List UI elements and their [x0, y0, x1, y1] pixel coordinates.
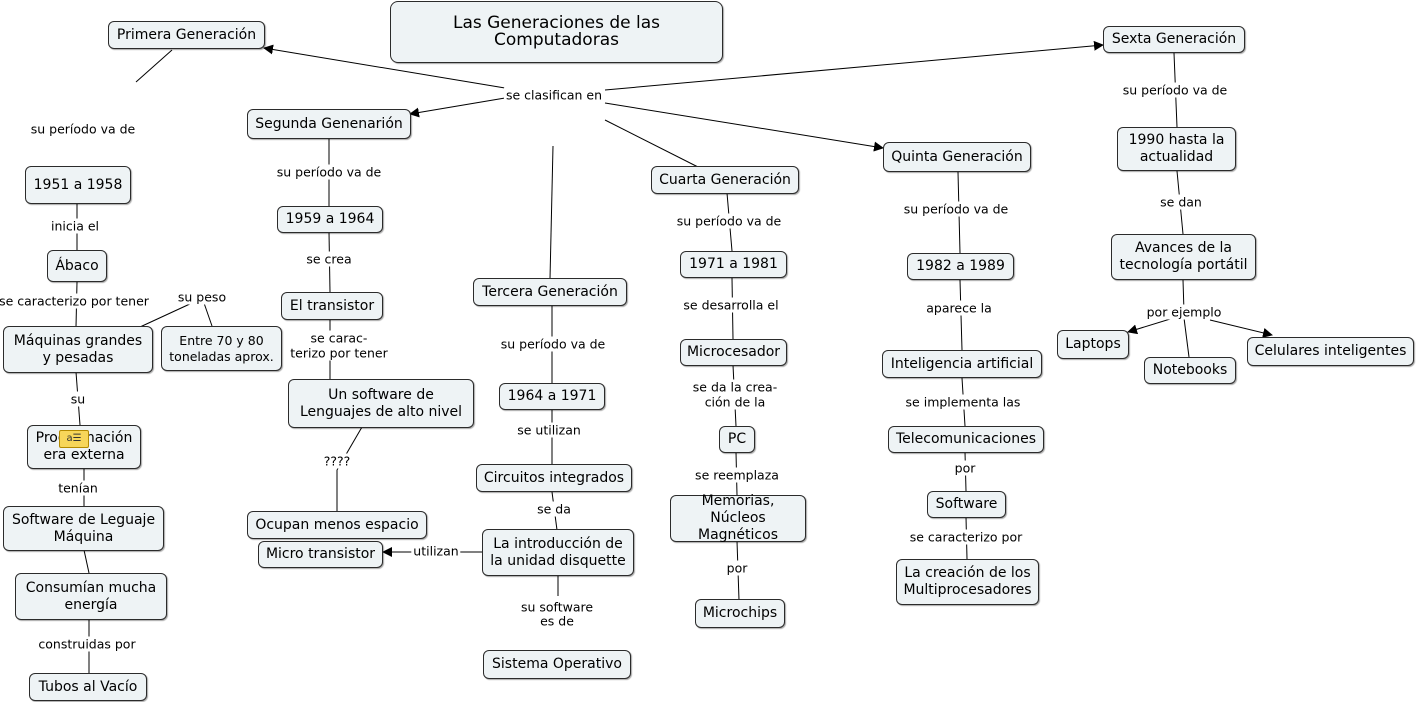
- label-por-ejemplo: por ejemplo: [1144, 304, 1224, 320]
- node-circuitos-integrados[interactable]: Circuitos integrados: [476, 464, 632, 492]
- node-inteligencia-artificial[interactable]: Inteligencia artificial: [882, 350, 1042, 378]
- node-avances-tecnologia[interactable]: Avances de la tecnología portátil: [1111, 234, 1256, 280]
- label-se-crea: se crea: [304, 251, 354, 267]
- node-software[interactable]: Software: [927, 491, 1006, 518]
- node-1964-1971[interactable]: 1964 a 1971: [499, 383, 605, 410]
- label-creacion-b: ción de la: [702, 394, 768, 410]
- label-utilizan: utilizan: [411, 543, 461, 559]
- label-su-peso: su peso: [175, 289, 229, 305]
- label-construidas-por: construidas por: [36, 636, 138, 652]
- node-memorias-nucleos[interactable]: Memorias, Núcleos Magnéticos: [670, 493, 806, 543]
- node-segunda-generacion[interactable]: Segunda Genenarión: [247, 109, 411, 139]
- node-abaco[interactable]: Ábaco: [47, 250, 107, 282]
- node-introduccion-disquette[interactable]: La introducción de la unidad disquette: [482, 529, 634, 576]
- label-aparece-la: aparece la: [924, 300, 994, 316]
- label-creacion-a: se da la crea-: [690, 379, 780, 395]
- node-sistema-operativo[interactable]: Sistema Operativo: [483, 650, 631, 679]
- label-periodo-4: su período va de: [674, 213, 784, 229]
- label-se-desarrolla: se desarrolla el: [681, 297, 781, 313]
- node-pc[interactable]: PC: [719, 426, 755, 453]
- map-title: Las Generaciones de las Computadoras: [390, 1, 723, 63]
- label-se-utilizan: se utilizan: [515, 422, 583, 438]
- label-se-caracterizo-2b: terizo por tener: [288, 345, 390, 361]
- node-multiprocesadores[interactable]: La creación de los Multiprocesadores: [896, 559, 1039, 605]
- node-software-alto-nivel[interactable]: Un software de Lenguajes de alto nivel: [288, 379, 474, 428]
- link-hub-tercera: [549, 145, 554, 280]
- link-hub-quinta: [604, 102, 884, 152]
- label-periodo-6: su período va de: [1120, 82, 1230, 98]
- node-1959-1964[interactable]: 1959 a 1964: [277, 206, 383, 233]
- label-question-marks: ????: [321, 453, 353, 469]
- label-se-caracterizo: se caracterizo por tener: [0, 293, 151, 309]
- node-micro-transistor[interactable]: Micro transistor: [258, 541, 383, 568]
- node-laptops[interactable]: Laptops: [1057, 330, 1129, 359]
- node-maquinas-grandes[interactable]: Máquinas grandes y pesadas: [3, 326, 153, 373]
- node-microcesador[interactable]: Microcesador: [680, 339, 787, 366]
- label-se-dan: se dan: [1158, 194, 1204, 210]
- label-su: su: [68, 391, 88, 407]
- link-celulares: [1209, 319, 1273, 338]
- label-periodo-1: su período va de: [28, 121, 138, 137]
- node-tercera-generacion[interactable]: Tercera Generación: [473, 278, 627, 306]
- node-quinta-generacion[interactable]: Quinta Generación: [883, 142, 1031, 172]
- note-icon[interactable]: a☰: [59, 430, 89, 448]
- label-periodo-3: su período va de: [498, 336, 608, 352]
- node-microchips[interactable]: Microchips: [695, 599, 785, 628]
- node-toneladas[interactable]: Entre 70 y 80 toneladas aprox.: [161, 326, 282, 371]
- label-inicia-el: inicia el: [48, 218, 102, 234]
- node-notebooks[interactable]: Notebooks: [1144, 357, 1236, 384]
- node-1951-1958[interactable]: 1951 a 1958: [25, 166, 131, 204]
- link-hub-segunda: [409, 97, 506, 118]
- label-se-reemplaza: se reemplaza: [693, 467, 781, 483]
- node-1990-actualidad[interactable]: 1990 hasta la actualidad: [1117, 127, 1236, 171]
- label-se-caracterizo-2a: se carac-: [308, 330, 370, 346]
- label-periodo-5: su período va de: [901, 201, 1011, 217]
- node-ocupan-menos-espacio[interactable]: Ocupan menos espacio: [247, 511, 427, 539]
- label-se-implementa: se implementa las: [903, 394, 1023, 410]
- node-el-transistor[interactable]: El transistor: [281, 292, 383, 320]
- node-tubos-vacio[interactable]: Tubos al Vacío: [29, 673, 147, 701]
- label-se-da: se da: [535, 501, 573, 517]
- link-hub-cuarta: [604, 119, 699, 168]
- label-se-clasifican-en: se clasifican en: [503, 87, 605, 103]
- node-sexta-generacion[interactable]: Sexta Generación: [1103, 26, 1245, 53]
- link-hub-primera: [263, 44, 506, 89]
- label-por-4: por: [724, 560, 750, 576]
- label-periodo-2: su período va de: [274, 164, 384, 180]
- label-por-5: por: [952, 460, 978, 476]
- node-software-leguaje-maquina[interactable]: Software de Leguaje Máquina: [3, 506, 164, 551]
- label-tenian: tenían: [56, 480, 100, 496]
- node-consumian-energia[interactable]: Consumían mucha energía: [15, 573, 167, 620]
- node-telecomunicaciones[interactable]: Telecomunicaciones: [888, 426, 1044, 453]
- node-celulares-inteligentes[interactable]: Celulares inteligentes: [1247, 337, 1414, 366]
- node-1982-1989[interactable]: 1982 a 1989: [907, 253, 1014, 280]
- label-su-software-a: su software: [518, 599, 596, 615]
- node-1971-1981[interactable]: 1971 a 1981: [680, 251, 787, 278]
- node-cuarta-generacion[interactable]: Cuarta Generación: [651, 166, 799, 194]
- node-primera-generacion[interactable]: Primera Generación: [108, 21, 265, 49]
- link-hub-sexta: [604, 40, 1104, 91]
- label-su-software-b: es de: [538, 613, 576, 629]
- label-se-caracterizo-5: se caracterizo por: [907, 529, 1025, 545]
